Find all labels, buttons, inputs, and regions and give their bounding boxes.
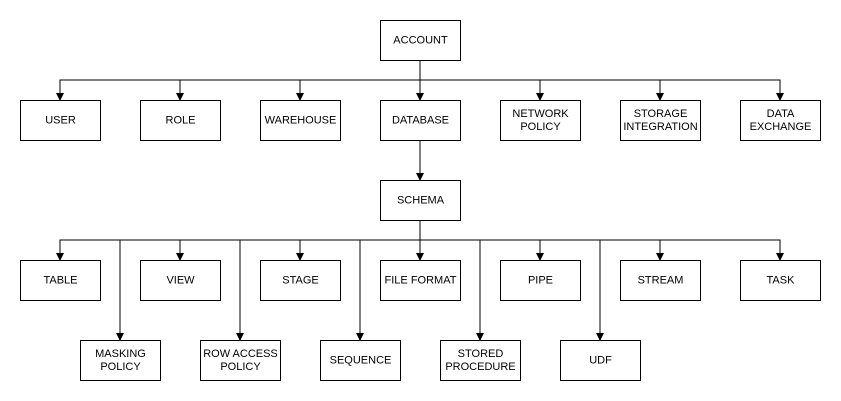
node-label: INTEGRATION: [623, 121, 697, 133]
node-box: [20, 260, 101, 301]
node-box: [500, 260, 581, 301]
node-label: POLICY: [520, 121, 561, 133]
node-stage: STAGE: [260, 260, 341, 301]
node-label: FILE FORMAT: [385, 275, 457, 287]
node-box: [620, 100, 701, 141]
node-box: [740, 100, 821, 141]
node-box: [500, 100, 581, 141]
node-label: USER: [45, 115, 76, 127]
node-database: DATABASE: [380, 100, 461, 141]
node-label: STREAM: [638, 275, 684, 287]
connectors: [56, 60, 784, 341]
node-label: SEQUENCE: [330, 355, 392, 367]
node-pipe: PIPE: [500, 260, 581, 301]
node-label: TABLE: [43, 275, 77, 287]
node-box: [380, 100, 461, 141]
node-account: ACCOUNT: [380, 20, 461, 61]
node-stream: STREAM: [620, 260, 701, 301]
node-box: [440, 340, 521, 381]
node-box: [140, 260, 221, 301]
node-box: [260, 260, 341, 301]
node-label: NETWORK: [512, 108, 569, 120]
node-label: STORAGE: [634, 108, 688, 120]
node-box: [200, 340, 281, 381]
node-label: POLICY: [100, 361, 141, 373]
node-label: PIPE: [528, 275, 553, 287]
node-label: TASK: [767, 275, 796, 287]
node-box: [140, 100, 221, 141]
node-label: STAGE: [282, 275, 318, 287]
node-box: [380, 180, 461, 221]
node-box: [320, 340, 401, 381]
node-label: PROCEDURE: [445, 361, 515, 373]
node-label: SCHEMA: [397, 195, 445, 207]
node-box: [20, 100, 101, 141]
node-label: ACCOUNT: [393, 35, 448, 47]
node-sequence: SEQUENCE: [320, 340, 401, 381]
node-user: USER: [20, 100, 101, 141]
node-label: EXCHANGE: [750, 121, 812, 133]
node-label: DATA: [767, 108, 795, 120]
node-table: TABLE: [20, 260, 101, 301]
node-label: MASKING: [95, 348, 146, 360]
node-label: STORED: [458, 348, 504, 360]
node-label: POLICY: [220, 361, 261, 373]
node-box: [260, 100, 341, 141]
node-box: [80, 340, 161, 381]
node-task: TASK: [740, 260, 821, 301]
node-view: VIEW: [140, 260, 221, 301]
edge-account-to-warehouse: [296, 60, 421, 101]
edge-schema-to-udf: [419, 220, 604, 341]
node-udf: UDF: [560, 340, 641, 381]
node-box: [740, 260, 821, 301]
node-label: ROLE: [166, 115, 196, 127]
node-label: ROW ACCESS: [203, 348, 278, 360]
edge-account-to-data-exchange: [419, 60, 784, 101]
node-box: [380, 20, 461, 61]
node-label: DATABASE: [392, 115, 449, 127]
node-schema: SCHEMA: [380, 180, 461, 221]
node-box: [560, 340, 641, 381]
node-role: ROLE: [140, 100, 221, 141]
node-box: [620, 260, 701, 301]
node-label: WAREHOUSE: [265, 115, 337, 127]
node-box: [380, 260, 461, 301]
node-label: VIEW: [166, 275, 195, 287]
node-label: UDF: [589, 355, 612, 367]
node-warehouse: WAREHOUSE: [260, 100, 341, 141]
node-file-format: FILE FORMAT: [380, 260, 461, 301]
